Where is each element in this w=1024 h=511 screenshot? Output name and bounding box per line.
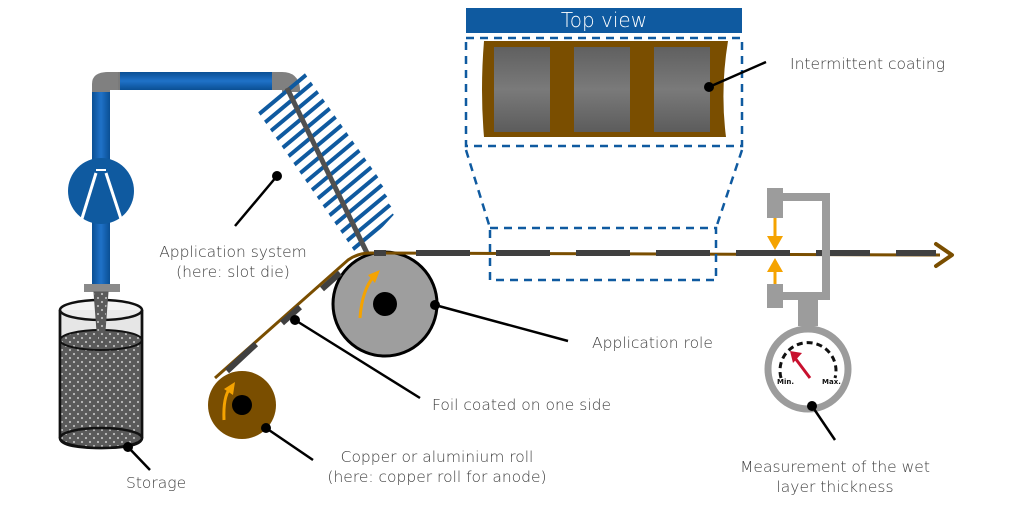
feed-pipe xyxy=(92,72,300,290)
leader-dots xyxy=(123,82,817,452)
label-application-system-line2: (here: slot die) xyxy=(176,263,290,281)
pump-icon xyxy=(68,158,134,226)
top-view-title: Top view xyxy=(466,8,742,33)
label-measurement-line1: Measurement of the wet xyxy=(740,458,930,476)
top-view-panel xyxy=(464,36,744,282)
label-copper-roll-line1: Copper or aluminium roll xyxy=(340,448,534,466)
gauge-icon: Min. Max. xyxy=(764,325,852,413)
label-intermittent-coating: Intermittent coating xyxy=(790,55,946,73)
label-application-system: Application system (here: slot die) xyxy=(138,242,328,282)
coating-cell xyxy=(654,47,710,132)
gauge-max-label: Max. xyxy=(822,378,841,386)
application-roll-icon xyxy=(331,250,439,358)
label-measurement-line2: layer thickness xyxy=(776,478,894,496)
foil-path xyxy=(214,242,954,380)
leader-lines xyxy=(127,60,837,471)
label-copper-roll: Copper or aluminium roll (here: copper r… xyxy=(302,447,572,487)
label-application-system-line1: Application system xyxy=(159,243,307,261)
label-measurement: Measurement of the wet layer thickness xyxy=(710,457,960,497)
copper-roll-icon xyxy=(208,371,276,439)
label-foil-coated: Foil coated on one side xyxy=(432,396,612,414)
gauge-min-label: Min. xyxy=(777,378,794,386)
storage-container-icon xyxy=(58,284,144,450)
slot-die-channel xyxy=(284,86,370,255)
label-storage: Storage xyxy=(126,474,187,492)
thickness-sensor-icon xyxy=(767,188,830,326)
label-application-role: Application role xyxy=(592,334,713,352)
coating-cell xyxy=(574,47,630,132)
label-copper-roll-line2: (here: copper roll for anode) xyxy=(327,468,547,486)
coating-cell xyxy=(494,47,550,132)
